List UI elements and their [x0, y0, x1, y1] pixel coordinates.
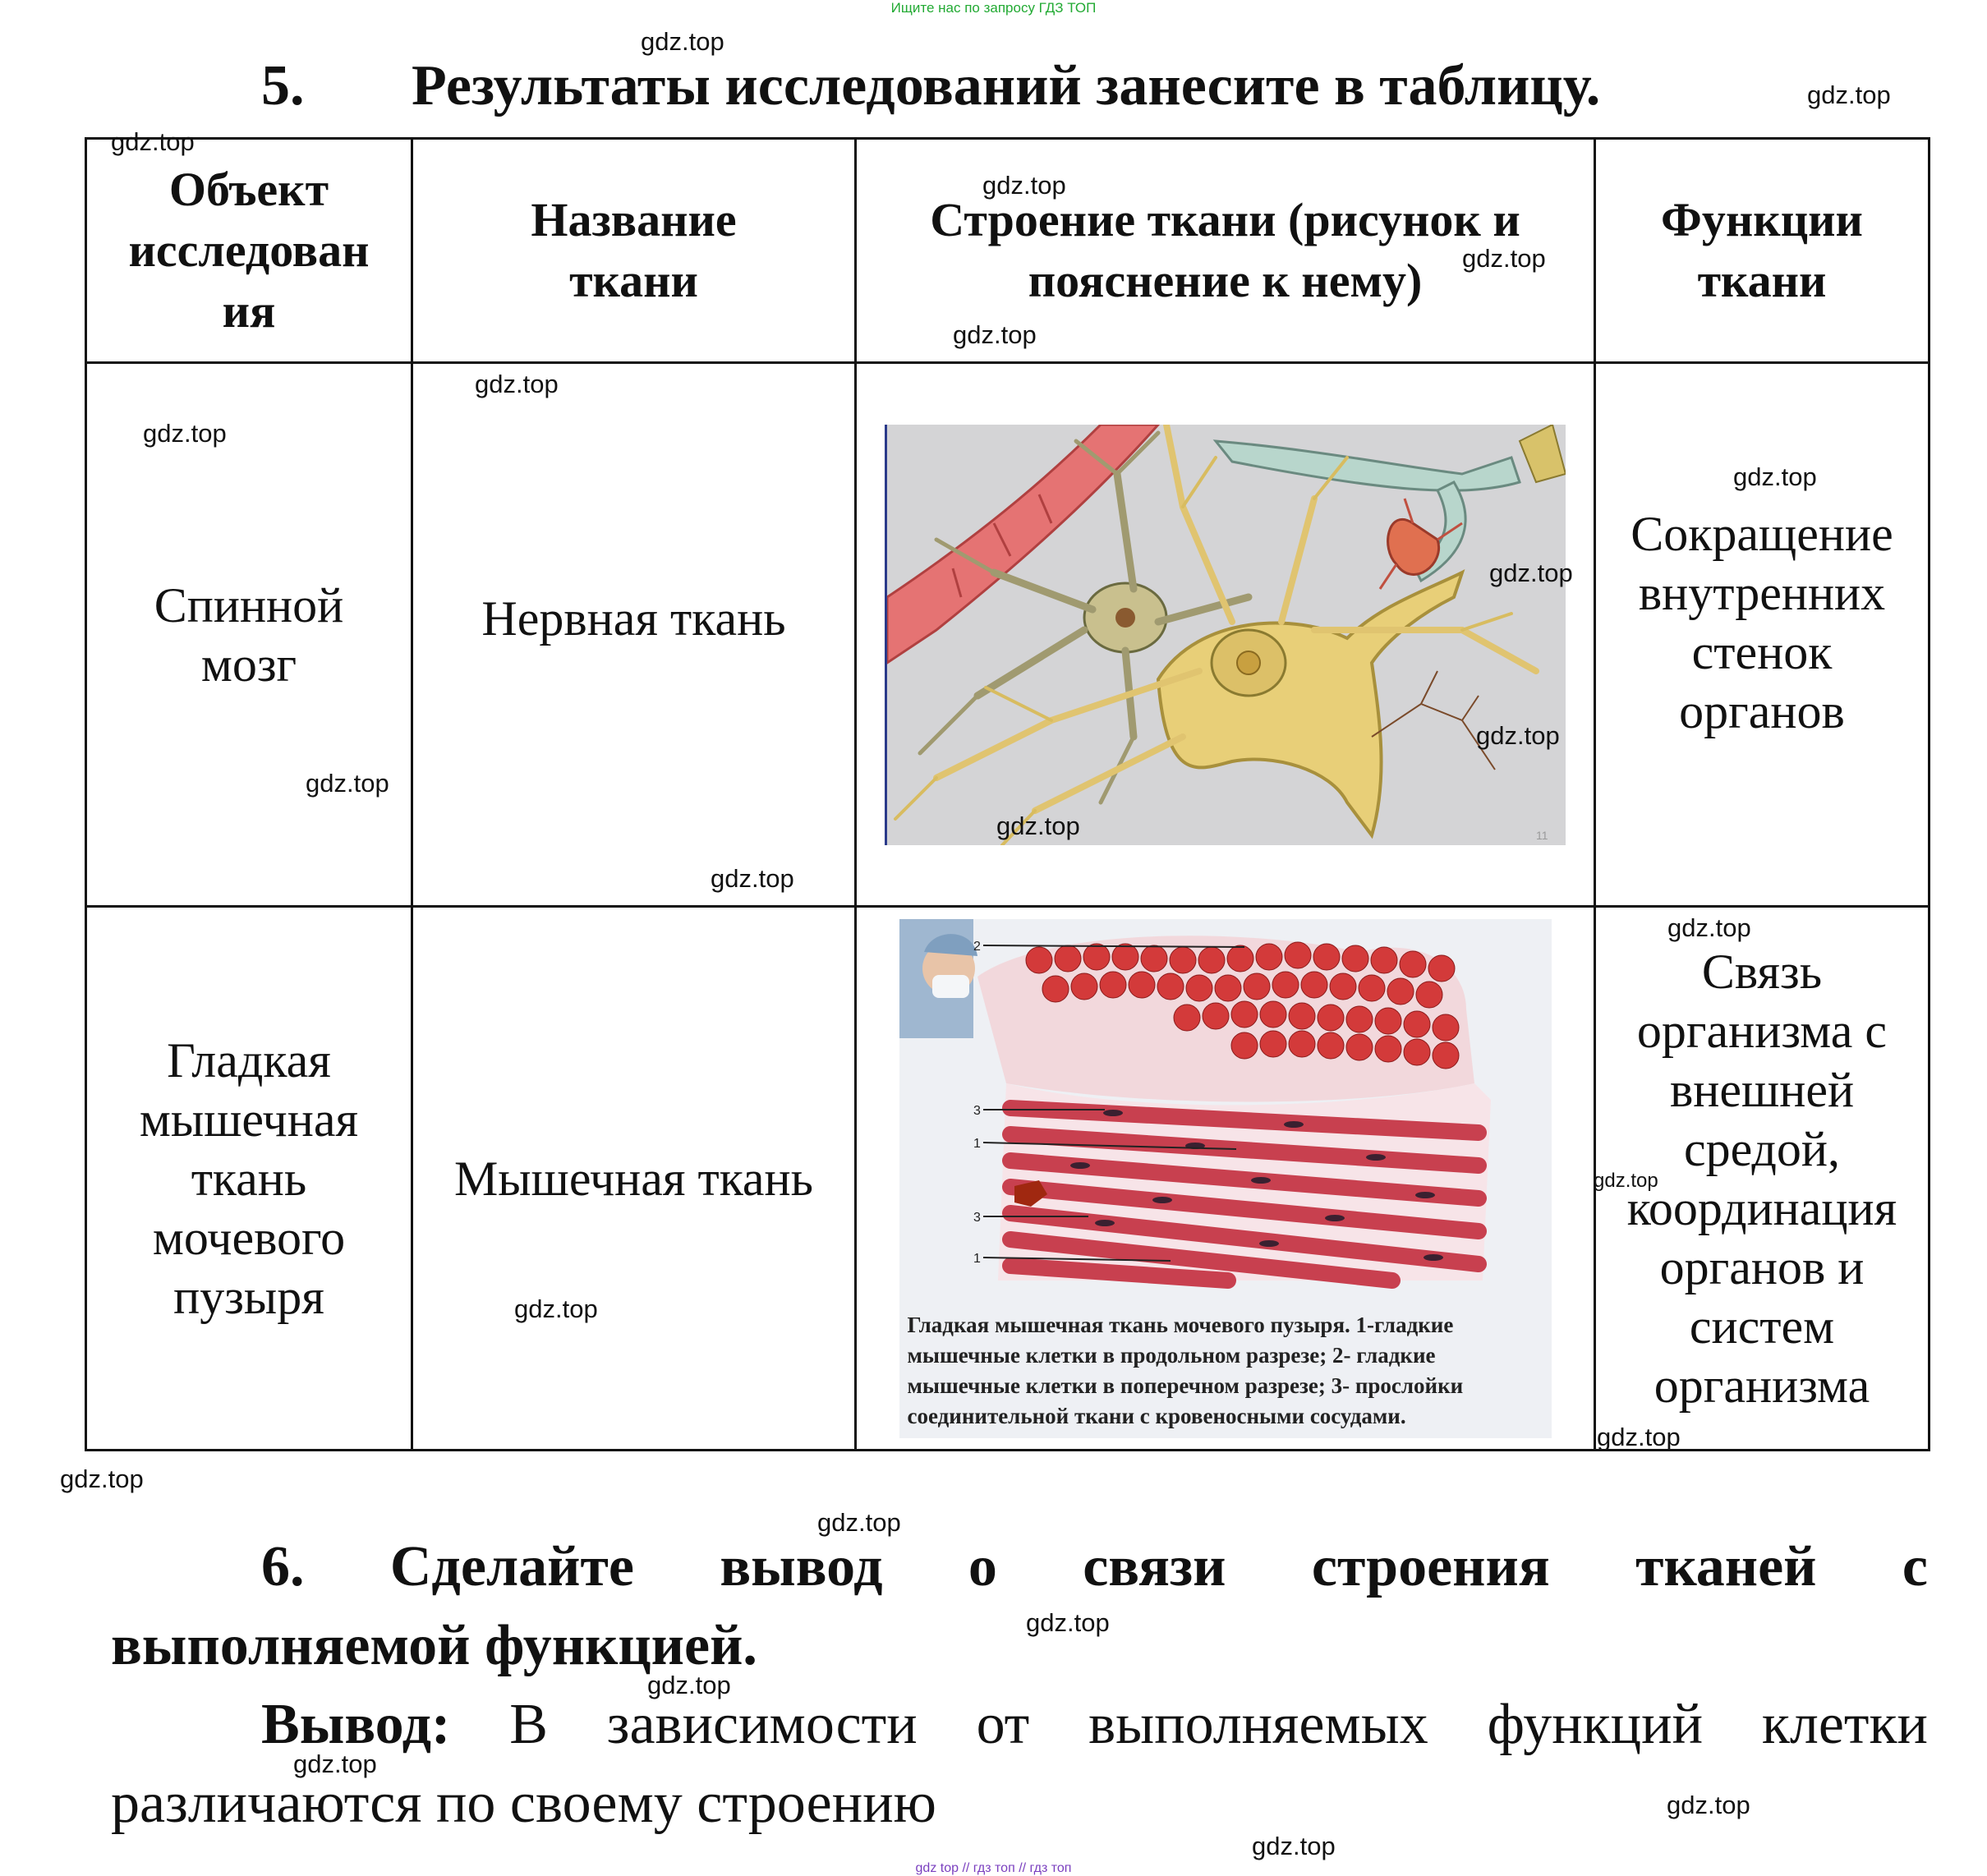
conclusion-word: выполняемых	[1088, 1693, 1428, 1756]
watermark: gdz.top	[953, 320, 1037, 349]
heading-word: тканей	[1635, 1535, 1817, 1598]
watermark: gdz.top	[817, 1508, 901, 1537]
task-5-title: Результаты исследований занесите в табли…	[412, 54, 1601, 117]
watermark: gdz.top	[996, 812, 1080, 840]
heading-word: связи	[1083, 1535, 1226, 1598]
heading-word: строения	[1311, 1535, 1550, 1598]
cell-structure: 2 3 1 3 1 Гладкая мышечная ткань мочевог…	[854, 905, 1596, 1451]
muscle-image-caption: Гладкая мышечная ткань мочевого пузыря. …	[907, 1312, 1464, 1428]
header-object: Объект исследован ия	[85, 137, 413, 364]
watermark: gdz.top	[1594, 1170, 1658, 1192]
watermark: gdz.top	[1733, 462, 1817, 491]
cell-tissue-name: Мышечная ткань	[411, 905, 857, 1451]
conclusion-word: зависимости	[606, 1693, 918, 1756]
conclusion-line2: различаются по своему строению	[111, 1772, 936, 1835]
conclusion-label: Вывод:	[261, 1693, 451, 1756]
watermark: gdz.top	[1476, 721, 1560, 750]
heading-word: Сделайте	[389, 1535, 634, 1598]
header-functions: Функции ткани	[1594, 137, 1930, 364]
task-5-heading: 5. Результаты исследований занесите в таб…	[261, 53, 1600, 119]
heading-word: с	[1902, 1535, 1928, 1598]
watermark: gdz.top	[293, 1750, 377, 1778]
conclusion-word: В	[509, 1693, 548, 1756]
neuron-image: 11	[885, 421, 1567, 847]
watermark: gdz.top	[111, 127, 195, 156]
muscle-label: 2	[973, 940, 981, 954]
results-table: Объект исследован ия Название ткани Стро…	[85, 137, 1930, 1451]
muscle-label: 3	[973, 1211, 981, 1225]
watermark: gdz.top	[475, 370, 559, 398]
cell-structure: 11	[854, 361, 1596, 908]
watermark: gdz.top	[1026, 1608, 1110, 1637]
watermark: gdz.top	[982, 171, 1066, 200]
watermark: gdz.top	[641, 27, 724, 56]
conclusion: Вывод: В зависимости от выполняемых функ…	[111, 1685, 1928, 1843]
muscle-label: 3	[973, 1104, 981, 1118]
watermark: gdz.top	[514, 1294, 598, 1323]
conclusion-word: клетки	[1761, 1693, 1928, 1756]
cell-function: Связь организма с внешней средой, коорди…	[1594, 905, 1930, 1451]
watermark: gdz.top	[1807, 80, 1891, 109]
task-6-line2: выполняемой функцией.	[111, 1614, 757, 1677]
header-tissue-name: Название ткани	[411, 137, 857, 364]
table-header-row: Объект исследован ия Название ткани Стро…	[85, 137, 1930, 364]
cell-object: Гладкая мышечная ткань мочевого пузыря	[85, 905, 413, 1451]
watermark: gdz.top	[60, 1464, 144, 1493]
bottom-banner[interactable]: gdz top // гдз топ // гдз топ	[915, 1861, 1072, 1875]
table-row: Спинной мозг Нервная ткань	[85, 361, 1930, 908]
task-5-number: 5.	[261, 54, 305, 117]
heading-word: вывод	[720, 1535, 883, 1598]
muscle-label: 1	[973, 1252, 981, 1266]
muscle-illustration: 2 3 1 3 1	[899, 918, 1491, 1289]
watermark: gdz.top	[711, 864, 794, 893]
conclusion-word: функций	[1487, 1693, 1704, 1756]
cell-tissue-name: Нервная ткань	[411, 361, 857, 908]
conclusion-word: от	[976, 1693, 1030, 1756]
header-structure: Строение ткани (рисунок и пояснение к не…	[854, 137, 1596, 364]
watermark: gdz.top	[1667, 913, 1751, 942]
task-6-number: 6.	[261, 1535, 305, 1598]
watermark: gdz.top	[647, 1671, 731, 1699]
cell-function: Сокращение внутренних стенок органов	[1594, 361, 1930, 908]
watermark: gdz.top	[1597, 1423, 1681, 1451]
watermark: gdz.top	[143, 419, 227, 448]
heading-word: о	[968, 1535, 997, 1598]
top-banner[interactable]: Ищите нас по запросу ГДЗ ТОП	[890, 0, 1097, 16]
watermark: gdz.top	[1489, 559, 1573, 587]
watermark: gdz.top	[1252, 1832, 1336, 1860]
muscle-image: 2 3 1 3 1 Гладкая мышечная ткань мочевог…	[899, 918, 1552, 1438]
watermark: gdz.top	[1667, 1791, 1750, 1819]
table-row: Гладкая мышечная ткань мочевого пузыря М…	[85, 905, 1930, 1451]
muscle-label: 1	[973, 1137, 981, 1151]
watermark: gdz.top	[1462, 244, 1546, 273]
cell-object: Спинной мозг	[85, 361, 413, 908]
watermark: gdz.top	[306, 769, 389, 798]
neuron-mark: 11	[1536, 829, 1548, 842]
task-6-heading: 6. Сделайте вывод о связи строения ткане…	[111, 1528, 1928, 1685]
neuron-illustration: 11	[885, 421, 1567, 847]
